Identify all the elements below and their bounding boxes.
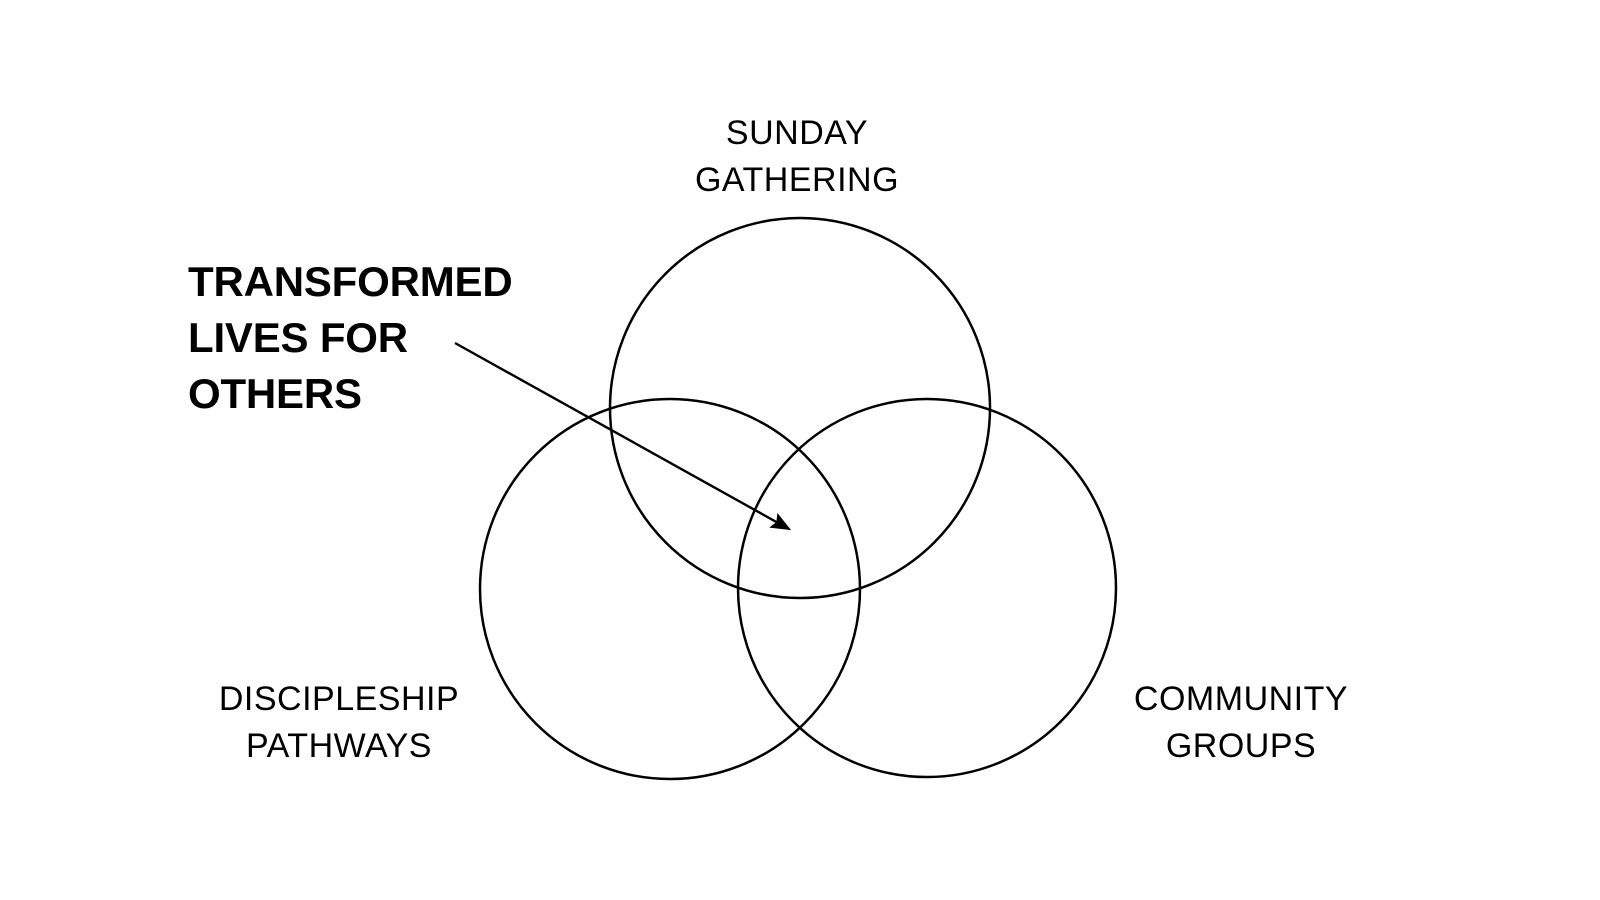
circle-sunday-gathering [608, 216, 992, 600]
callout-line: TRANSFORMED [188, 258, 513, 305]
label-community-groups: COMMUNITY GROUPS [1011, 676, 1471, 770]
label-sunday-gathering: SUNDAY GATHERING [567, 110, 1027, 204]
label-line: SUNDAY [725, 114, 869, 152]
callout-line: OTHERS [188, 370, 362, 417]
label-line: DISCIPLESHIP [218, 680, 460, 718]
label-line: PATHWAYS [246, 727, 432, 765]
label-line: GATHERING [694, 161, 900, 199]
callout-line: LIVES FOR [188, 314, 408, 361]
circle-discipleship-pathways [478, 397, 862, 781]
callout-transformed-lives: TRANSFORMED LIVES FOR OTHERS [188, 254, 513, 422]
circle-community-groups [736, 397, 1118, 779]
label-line: COMMUNITY [1133, 680, 1349, 718]
label-line: GROUPS [1165, 727, 1317, 765]
callout-arrow [454, 341, 792, 531]
label-discipleship-pathways: DISCIPLESHIP PATHWAYS [109, 676, 569, 770]
